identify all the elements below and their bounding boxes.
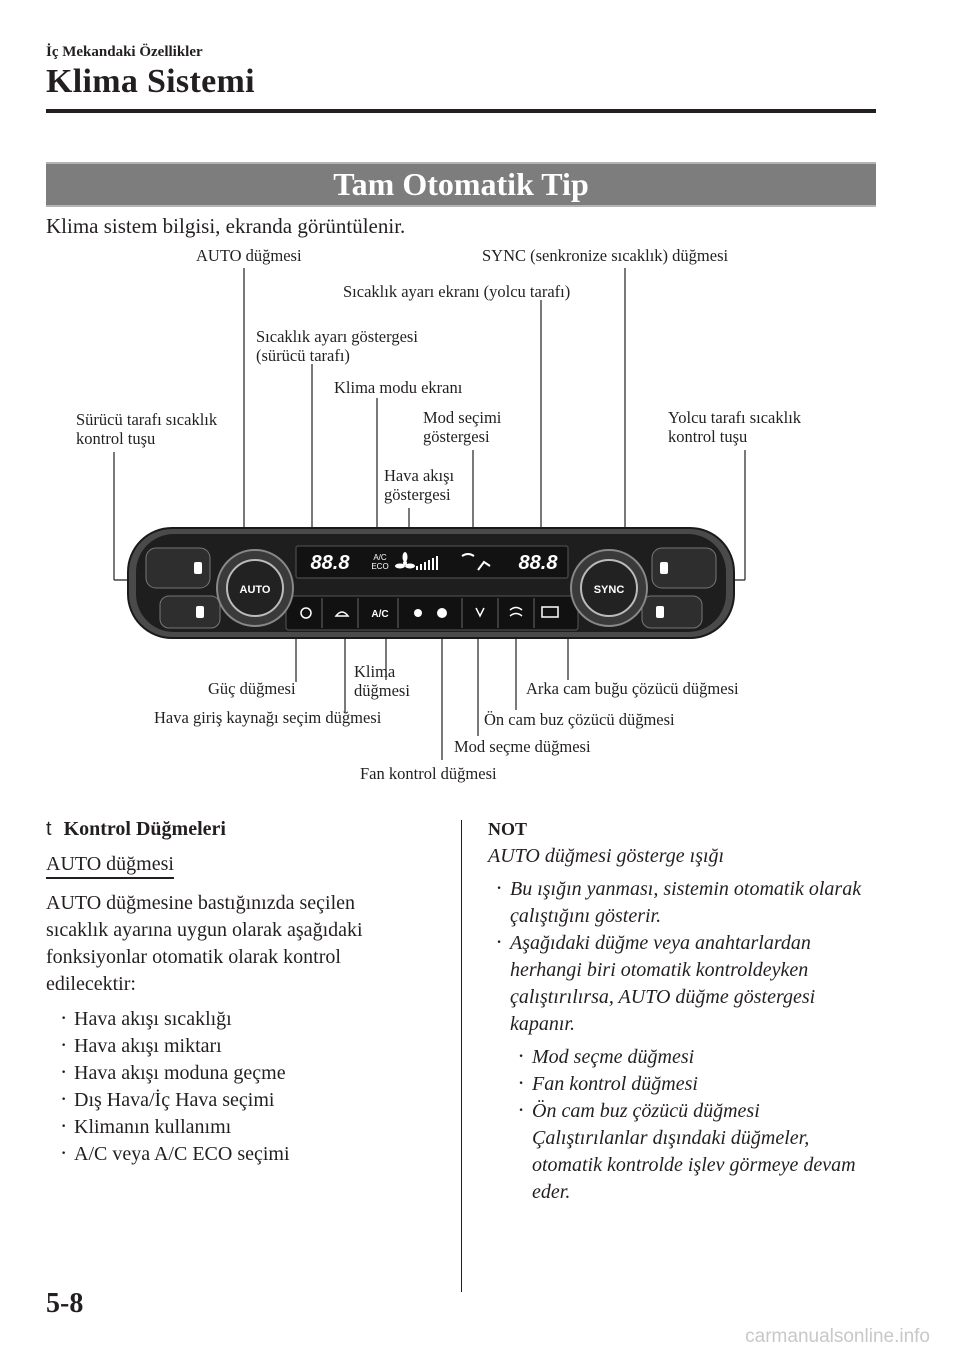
label-airflow-indicator-line1: Hava akışı [384, 466, 455, 485]
list-item: Ön cam buz çözücü düğmesi [514, 1096, 868, 1125]
label-ac-mode-display: Klima modu ekranı [334, 378, 463, 397]
front-defrost-icon [475, 607, 485, 618]
label-ac-button: Klima düğmesi [354, 662, 410, 700]
note-box: NOT AUTO düğmesi gösterge ışığı Bu ışığı… [488, 816, 868, 1206]
title-rule [46, 109, 876, 113]
label-airflow-indicator: Hava akışı göstergesi [384, 466, 454, 504]
chapter-label: İç Mekandaki Özellikler [46, 44, 203, 60]
note-subtitle: AUTO düğmesi gösterge ışığı [488, 845, 725, 867]
ac-eco-badge-top: A/C [373, 553, 387, 562]
auto-knob-label: AUTO [240, 584, 271, 596]
note-bullets: Bu ışığın yanması, sistemin otomatik ola… [488, 874, 868, 1038]
label-intake-button: Hava giriş kaynağı seçim düğmesi [154, 708, 382, 727]
list-item: Aşağıdaki düğme veya anahtarlardan herha… [492, 928, 868, 1038]
function-list: Hava akışı sıcaklığı Hava akışı miktarı … [46, 1004, 446, 1168]
label-airflow-indicator-line2: göstergesi [384, 485, 451, 504]
rear-defrost-icon [541, 606, 559, 618]
list-item: Klimanın kullanımı [56, 1112, 446, 1141]
label-mode-indicator: Mod seçimi göstergesi [423, 408, 501, 446]
ac-eco-badge-bottom: ECO [371, 562, 388, 571]
recirculation-icon [334, 611, 350, 617]
page-number: 5-8 [46, 1288, 84, 1319]
label-auto-button: AUTO düğmesi [196, 246, 302, 265]
page-title: Klima Sistemi [46, 63, 255, 100]
label-ac-button-line1: Klima [354, 662, 396, 681]
subheading-text: AUTO düğmesi [46, 853, 174, 879]
label-passenger-temp-dial: Yolcu tarafı sıcaklık kontrol tuşu [668, 408, 801, 446]
list-item: Dış Hava/İç Hava seçimi [56, 1085, 446, 1114]
list-item: Fan kontrol düğmesi [514, 1069, 868, 1098]
intro-text: Klima sistem bilgisi, ekranda görüntülen… [46, 214, 406, 238]
seat-heater-icons [194, 562, 668, 618]
front-defroster-key-icon [509, 606, 523, 617]
label-driver-temp-indicator-line2: (sürücü tarafı) [256, 346, 350, 365]
right-temp-readout: 88.8 [519, 552, 559, 574]
fan-level-bars [416, 556, 438, 570]
label-passenger-temp-dial-line2: kontrol tuşu [668, 427, 748, 446]
note-title: NOT [488, 819, 528, 839]
label-driver-temp-indicator: Sıcaklık ayarı göstergesi (sürücü tarafı… [256, 327, 418, 365]
heading-marker: t [46, 818, 52, 840]
subheading: AUTO düğmesi [46, 851, 446, 879]
label-driver-temp-indicator-line1: Sıcaklık ayarı göstergesi [256, 327, 418, 346]
list-item: Bu ışığın yanması, sistemin otomatik ola… [492, 874, 868, 930]
intro-paragraph: AUTO düğmesine bastığınızda seçilen sıca… [46, 892, 363, 995]
label-mode-indicator-line2: göstergesi [423, 427, 490, 446]
label-passenger-temp-display: Sıcaklık ayarı ekranı (yolcu tarafı) [343, 282, 571, 301]
label-driver-temp-dial-line1: Sürücü tarafı sıcaklık [76, 410, 218, 429]
airflow-fan-icon [395, 552, 415, 569]
power-icon [300, 607, 312, 619]
section-heading: t Kontrol Düğmeleri [46, 816, 446, 843]
ac-key-label: A/C [371, 609, 388, 620]
note-sub-items: Mod seçme düğmesi Fan kontrol düğmesi Ön… [488, 1042, 868, 1206]
watermark: carmanualsonline.info [745, 1326, 930, 1347]
label-rear-defroster: Arka cam buğu çözücü düğmesi [526, 679, 739, 698]
column-divider [461, 820, 462, 1292]
left-temp-readout: 88.8 [311, 552, 351, 574]
fan-key-icons [414, 608, 447, 618]
label-front-defroster: Ön cam buz çözücü düğmesi [484, 710, 675, 729]
label-mode-button: Mod seçme düğmesi [454, 737, 591, 756]
label-ac-button-line2: düğmesi [354, 681, 410, 700]
note-closing: Çalıştırılanlar dışındaki düğmeler, otom… [532, 1127, 856, 1203]
label-sync-button: SYNC (senkronize sıcaklık) düğmesi [482, 246, 729, 265]
list-item: A/C veya A/C ECO seçimi [56, 1139, 446, 1168]
list-item: Hava akışı moduna geçme [56, 1058, 446, 1087]
climate-panel-diagram: AUTO SYNC 88.8 88.8 A/C ECO [113, 268, 746, 760]
label-mode-indicator-line1: Mod seçimi [423, 408, 502, 427]
list-item: Hava akışı miktarı [56, 1031, 446, 1060]
sync-knob-label: SYNC [594, 584, 625, 596]
label-fan-button: Fan kontrol düğmesi [360, 764, 497, 783]
heading-text: Kontrol Düğmeleri [63, 818, 226, 840]
label-passenger-temp-dial-line1: Yolcu tarafı sıcaklık [668, 408, 802, 427]
label-power-button: Güç düğmesi [208, 679, 296, 698]
list-item: Hava akışı sıcaklığı [56, 1004, 446, 1033]
list-item: Mod seçme düğmesi [514, 1042, 868, 1071]
left-column: t Kontrol Düğmeleri AUTO düğmesi AUTO düğ… [46, 816, 446, 1168]
control-panel: AUTO SYNC 88.8 88.8 A/C ECO [127, 527, 735, 639]
label-driver-temp-dial: Sürücü tarafı sıcaklık kontrol tuşu [76, 410, 217, 448]
section-banner: Tam Otomatik Tip [46, 162, 876, 207]
mode-indicator-icon [461, 553, 491, 571]
label-driver-temp-dial-line2: kontrol tuşu [76, 429, 156, 448]
